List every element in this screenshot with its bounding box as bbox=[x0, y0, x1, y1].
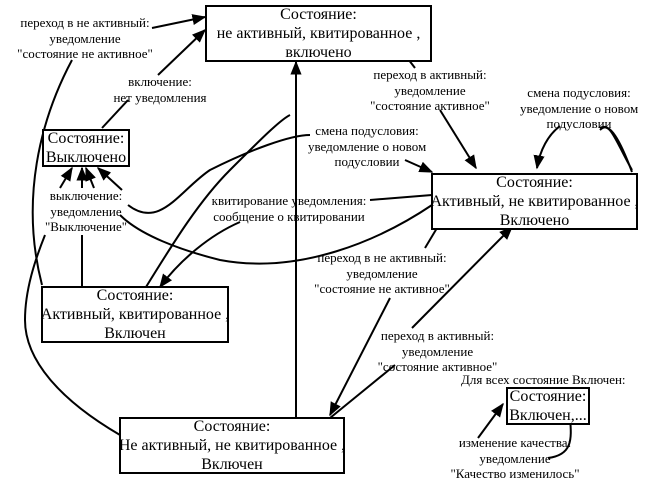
label-line: уведомление bbox=[49, 30, 121, 46]
label-line: уведомление bbox=[394, 82, 466, 98]
label-switch-on: включение: нет уведомления bbox=[105, 74, 215, 105]
label-line: изменение качества: bbox=[458, 435, 572, 450]
label-to-active-bottom: переход в активный: уведомление "состоян… bbox=[375, 328, 500, 375]
label-line: переход в активный: bbox=[380, 328, 495, 343]
arrow-subcond-self bbox=[537, 125, 633, 170]
state-line: включено bbox=[285, 44, 352, 61]
arrow-switch-off-4 bbox=[96, 167, 123, 191]
line-self-loop-top bbox=[599, 125, 633, 173]
state-active-unacked-on: Состояние: Активный, не квитированное , … bbox=[430, 173, 639, 230]
label-switch-off: выключение: уведомление "Выключение" bbox=[42, 188, 130, 235]
label-subcond-change: смена подусловия: уведомление о новом по… bbox=[308, 123, 426, 170]
label-line: переход в активный: bbox=[373, 67, 487, 82]
line-active-acked-to-top bbox=[145, 114, 291, 288]
state-line: Состояние: bbox=[47, 130, 125, 147]
label-line: смена подусловия: bbox=[315, 123, 419, 138]
label-quality-change: изменение качества: уведомление "Качеств… bbox=[445, 435, 585, 482]
label-line: включение: bbox=[128, 74, 192, 89]
arrow-to-inactive-mid bbox=[329, 297, 391, 417]
state-line: Активный, не квитированное , bbox=[430, 193, 639, 210]
line-inactive-unacked-to-off bbox=[23, 234, 121, 436]
label-line: выключение: bbox=[49, 188, 123, 203]
label-line: "состояние активное" bbox=[377, 359, 498, 374]
line-inactive-to-active-bottom bbox=[329, 364, 396, 419]
arrow-to-inactive-top bbox=[151, 14, 207, 29]
label-line: уведомление bbox=[401, 343, 474, 359]
arrow-switch-on bbox=[157, 29, 207, 76]
label-line: переход в не активный: bbox=[20, 15, 150, 30]
label-line: уведомление о новом bbox=[520, 100, 639, 116]
line-ack-from-active bbox=[369, 194, 433, 201]
label-line: "Выключение" bbox=[44, 219, 128, 234]
state-line: Включен,... bbox=[509, 407, 587, 424]
label-acknowledge: квитирование уведомления: сообщение о кв… bbox=[210, 193, 368, 224]
label-to-inactive-top: переход в не активный: уведомление "сост… bbox=[15, 15, 155, 62]
label-line: подусловии bbox=[546, 116, 612, 131]
label-line: уведомление о новом bbox=[308, 138, 427, 154]
state-line: Состояние: bbox=[96, 287, 174, 304]
label-line: уведомление bbox=[50, 203, 122, 219]
label-line: уведомление bbox=[346, 265, 418, 281]
arrow-to-active-bottom bbox=[411, 226, 513, 329]
label-line: "состояние не активное" bbox=[17, 46, 153, 61]
state-line: Активный, квитированное , bbox=[40, 306, 230, 323]
state-inactive-unacked-on: Состояние: Не активный, не квитированное… bbox=[119, 417, 345, 474]
label-line: квитирование уведомления: bbox=[211, 193, 367, 208]
line-active-acked-to-inactive-label bbox=[31, 59, 73, 286]
state-line: Включено bbox=[499, 212, 570, 229]
label-line: переход в не активный: bbox=[317, 250, 447, 265]
state-inactive-acked-on: Состояние: не активный, квитированное , … bbox=[205, 5, 432, 62]
label-line: "Качество изменилось" bbox=[450, 466, 580, 481]
line-active-to-inactive-mid bbox=[424, 227, 438, 249]
state-line: Включен bbox=[104, 325, 166, 342]
label-subcond-self: смена подусловия: уведомление о новом по… bbox=[520, 85, 638, 132]
state-off: Состояние: Выключено bbox=[42, 129, 130, 167]
line-subcond-from-off bbox=[127, 134, 311, 214]
caption-all-on: Для всех состояние Включен: bbox=[461, 372, 626, 387]
state-line: Состояние: bbox=[509, 388, 587, 405]
line-off-to-switch-on bbox=[101, 99, 129, 129]
arrow-acknowledge bbox=[159, 221, 241, 289]
label-line: сообщение о квитировании bbox=[213, 208, 365, 224]
label-line: "состояние активное" bbox=[370, 98, 490, 113]
line-active-unacked-to-off bbox=[119, 204, 433, 265]
state-active-acked-on: Состояние: Активный, квитированное , Вкл… bbox=[41, 286, 229, 343]
state-on-any: Состояние: Включен,... bbox=[506, 387, 590, 425]
state-line: Выключено bbox=[45, 149, 127, 166]
arrow-switch-off-1 bbox=[59, 166, 73, 189]
label-line: подусловии bbox=[334, 154, 400, 169]
label-to-inactive-mid: переход в не активный: уведомление "сост… bbox=[312, 250, 452, 297]
state-line: Не активный, не квитированное , bbox=[118, 437, 346, 454]
label-line: "состояние не активное" bbox=[314, 281, 450, 296]
state-line: Включен bbox=[201, 456, 263, 473]
state-line: Состояние: bbox=[280, 6, 357, 23]
label-to-active-top: переход в активный: уведомление "состоян… bbox=[365, 67, 495, 114]
label-line: уведомление bbox=[479, 450, 551, 466]
state-line: Состояние: bbox=[193, 418, 271, 435]
state-line: не активный, квитированное , bbox=[216, 25, 421, 42]
label-line: нет уведомления bbox=[113, 89, 207, 105]
arrow-switch-off-3 bbox=[85, 166, 96, 189]
arrow-quality-change bbox=[477, 402, 504, 439]
arrow-subcond-change bbox=[404, 159, 434, 173]
label-line: смена подусловия: bbox=[527, 85, 631, 100]
state-line: Состояние: bbox=[496, 174, 573, 191]
arrow-to-active-top bbox=[439, 109, 477, 170]
